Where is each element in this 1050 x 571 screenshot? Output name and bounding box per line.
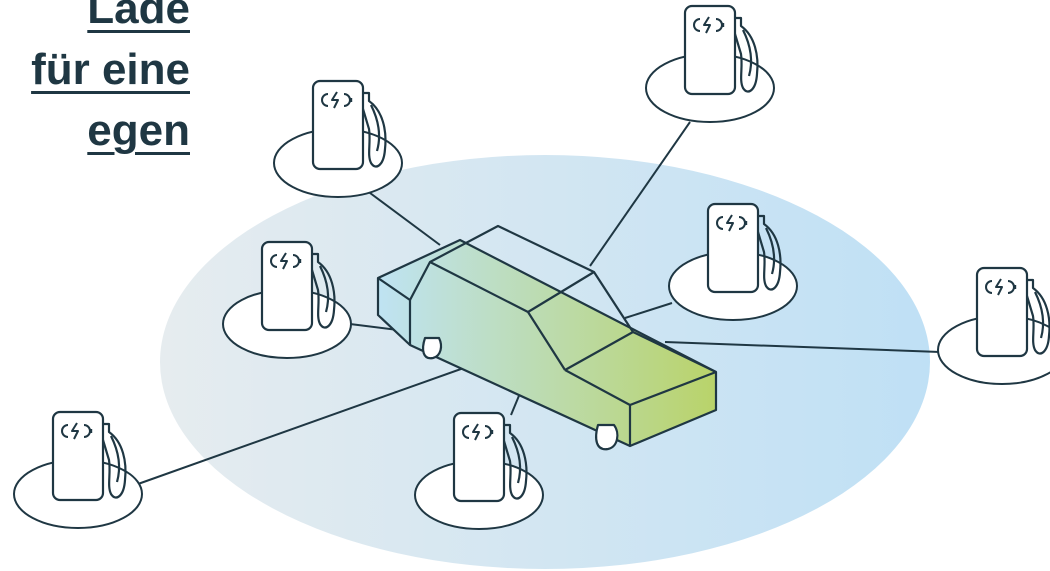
car-icon [376, 224, 718, 451]
charging-station-icon [12, 410, 144, 530]
charging-station-icon [272, 79, 404, 199]
charging-station-icon [936, 266, 1050, 386]
headline-line-2[interactable]: für eine [31, 45, 190, 94]
headline-line-3[interactable]: egen [87, 106, 190, 155]
headline: Lade für eine egen [31, 0, 190, 161]
charging-station-icon [644, 4, 776, 124]
headline-line-1[interactable]: Lade [87, 0, 190, 33]
